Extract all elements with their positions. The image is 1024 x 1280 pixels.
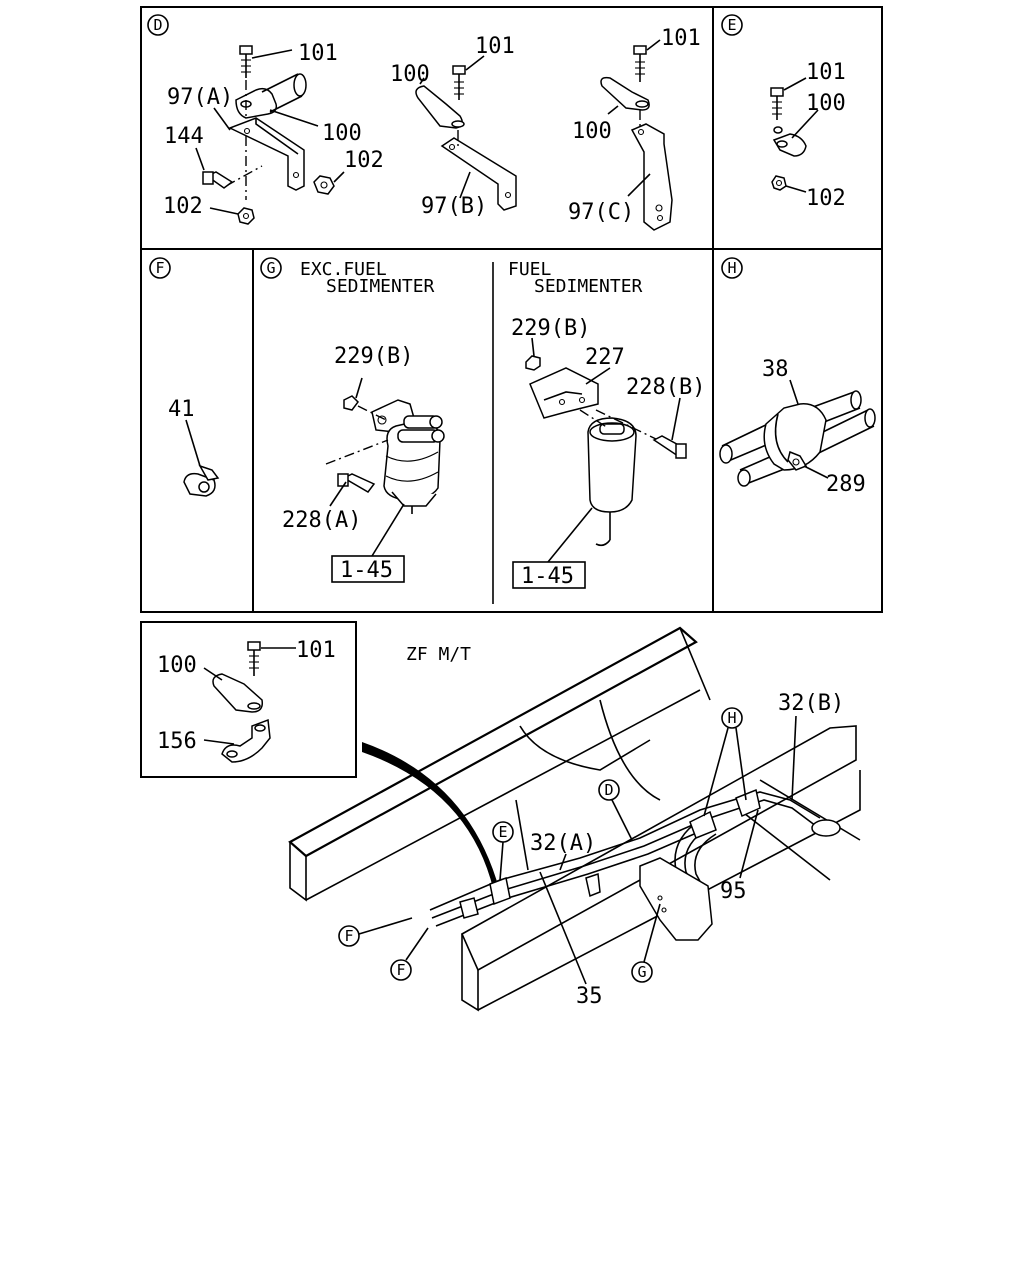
svg-text:E: E <box>498 823 507 841</box>
label-97c: 97(C) <box>568 200 634 225</box>
svg-text:E: E <box>727 16 736 34</box>
label-38: 38 <box>762 357 789 382</box>
svg-text:H: H <box>727 259 736 277</box>
marker-h[interactable]: H <box>721 257 743 279</box>
main-title: ZF M/T <box>406 644 471 665</box>
label-229b-left: 229(B) <box>334 344 413 369</box>
svg-text:F: F <box>344 927 353 945</box>
label-97a: 97(A) <box>167 85 233 110</box>
g-left-title-1: EXC.FUEL <box>300 259 387 280</box>
label-32b: 32(B) <box>778 691 844 716</box>
label-100-d3: 100 <box>572 119 612 144</box>
marker-g[interactable]: G <box>260 257 282 279</box>
inset-leader-arrow <box>362 742 500 892</box>
marker-f-main-1[interactable]: F <box>338 925 360 947</box>
svg-text:D: D <box>604 781 613 799</box>
main-view: ZF M/T <box>288 626 861 1012</box>
bracket-97b-assembly <box>415 55 517 211</box>
label-97b: 97(B) <box>421 194 487 219</box>
g-right-title-1: FUEL <box>508 259 552 280</box>
label-102-d2: 102 <box>163 194 203 219</box>
marker-d[interactable]: D <box>147 14 169 36</box>
label-102-d1: 102 <box>344 148 384 173</box>
label-144: 144 <box>164 124 204 149</box>
label-35: 35 <box>576 984 603 1009</box>
label-227: 227 <box>585 345 625 370</box>
label-95: 95 <box>720 879 747 904</box>
fuel-filter-right <box>525 337 687 563</box>
marker-f[interactable]: F <box>149 257 171 279</box>
label-228b: 228(B) <box>626 375 705 400</box>
svg-text:1-45: 1-45 <box>340 558 393 583</box>
label-156: 156 <box>157 729 197 754</box>
panel-f: F 41 <box>149 257 220 497</box>
svg-text:F: F <box>396 961 405 979</box>
svg-text:D: D <box>153 16 162 34</box>
svg-text:G: G <box>266 259 275 277</box>
hose-clamp-assembly <box>719 379 876 487</box>
clip-41 <box>183 419 220 497</box>
label-41: 41 <box>168 397 195 422</box>
panel-e: E 101 100 102 <box>721 14 846 211</box>
label-100-e: 100 <box>806 91 846 116</box>
fuel-pipes <box>429 788 841 941</box>
ref-box-1-45-left[interactable]: 1-45 <box>331 555 405 583</box>
marker-g-main[interactable]: G <box>631 961 653 983</box>
g-left-title-2: SEDIMENTER <box>326 276 435 297</box>
label-229b-right: 229(B) <box>511 316 590 341</box>
bracket-97a-assembly <box>195 45 345 225</box>
chassis-frame <box>288 626 861 1012</box>
label-102-e: 102 <box>806 186 846 211</box>
clip-assembly-inset <box>203 641 296 763</box>
label-289: 289 <box>826 472 866 497</box>
svg-text:H: H <box>727 709 736 727</box>
label-101-d3: 101 <box>661 26 701 51</box>
label-228a: 228(A) <box>282 508 361 533</box>
marker-h-main[interactable]: H <box>721 707 743 729</box>
marker-f-main-2[interactable]: F <box>390 959 412 981</box>
label-101-inset: 101 <box>296 638 336 663</box>
panel-h: H 38 289 <box>719 257 876 497</box>
label-32a: 32(A) <box>530 831 596 856</box>
label-100-inset: 100 <box>157 653 197 678</box>
fuel-filter-left <box>325 377 445 557</box>
svg-text:G: G <box>637 963 646 981</box>
label-101-d1: 101 <box>298 41 338 66</box>
label-101-d2: 101 <box>475 34 515 59</box>
marker-d-main[interactable]: D <box>598 779 620 801</box>
svg-text:1-45: 1-45 <box>521 564 574 589</box>
label-101-e: 101 <box>806 60 846 85</box>
inset-panel: 100 101 156 <box>140 621 357 778</box>
bracket-97c-assembly <box>600 39 673 231</box>
svg-text:F: F <box>155 259 164 277</box>
clip-assembly-e <box>770 77 819 193</box>
detail-panels-frame <box>140 6 883 613</box>
marker-e[interactable]: E <box>721 14 743 36</box>
label-100-d1: 100 <box>322 121 362 146</box>
label-100-d2: 100 <box>390 62 430 87</box>
ref-box-1-45-right[interactable]: 1-45 <box>512 561 586 589</box>
panel-d: D <box>147 14 701 231</box>
g-right-title-2: SEDIMENTER <box>534 276 643 297</box>
marker-e-main[interactable]: E <box>492 821 514 843</box>
panel-g: G EXC.FUEL SEDIMENTER 229(B) <box>260 257 705 589</box>
